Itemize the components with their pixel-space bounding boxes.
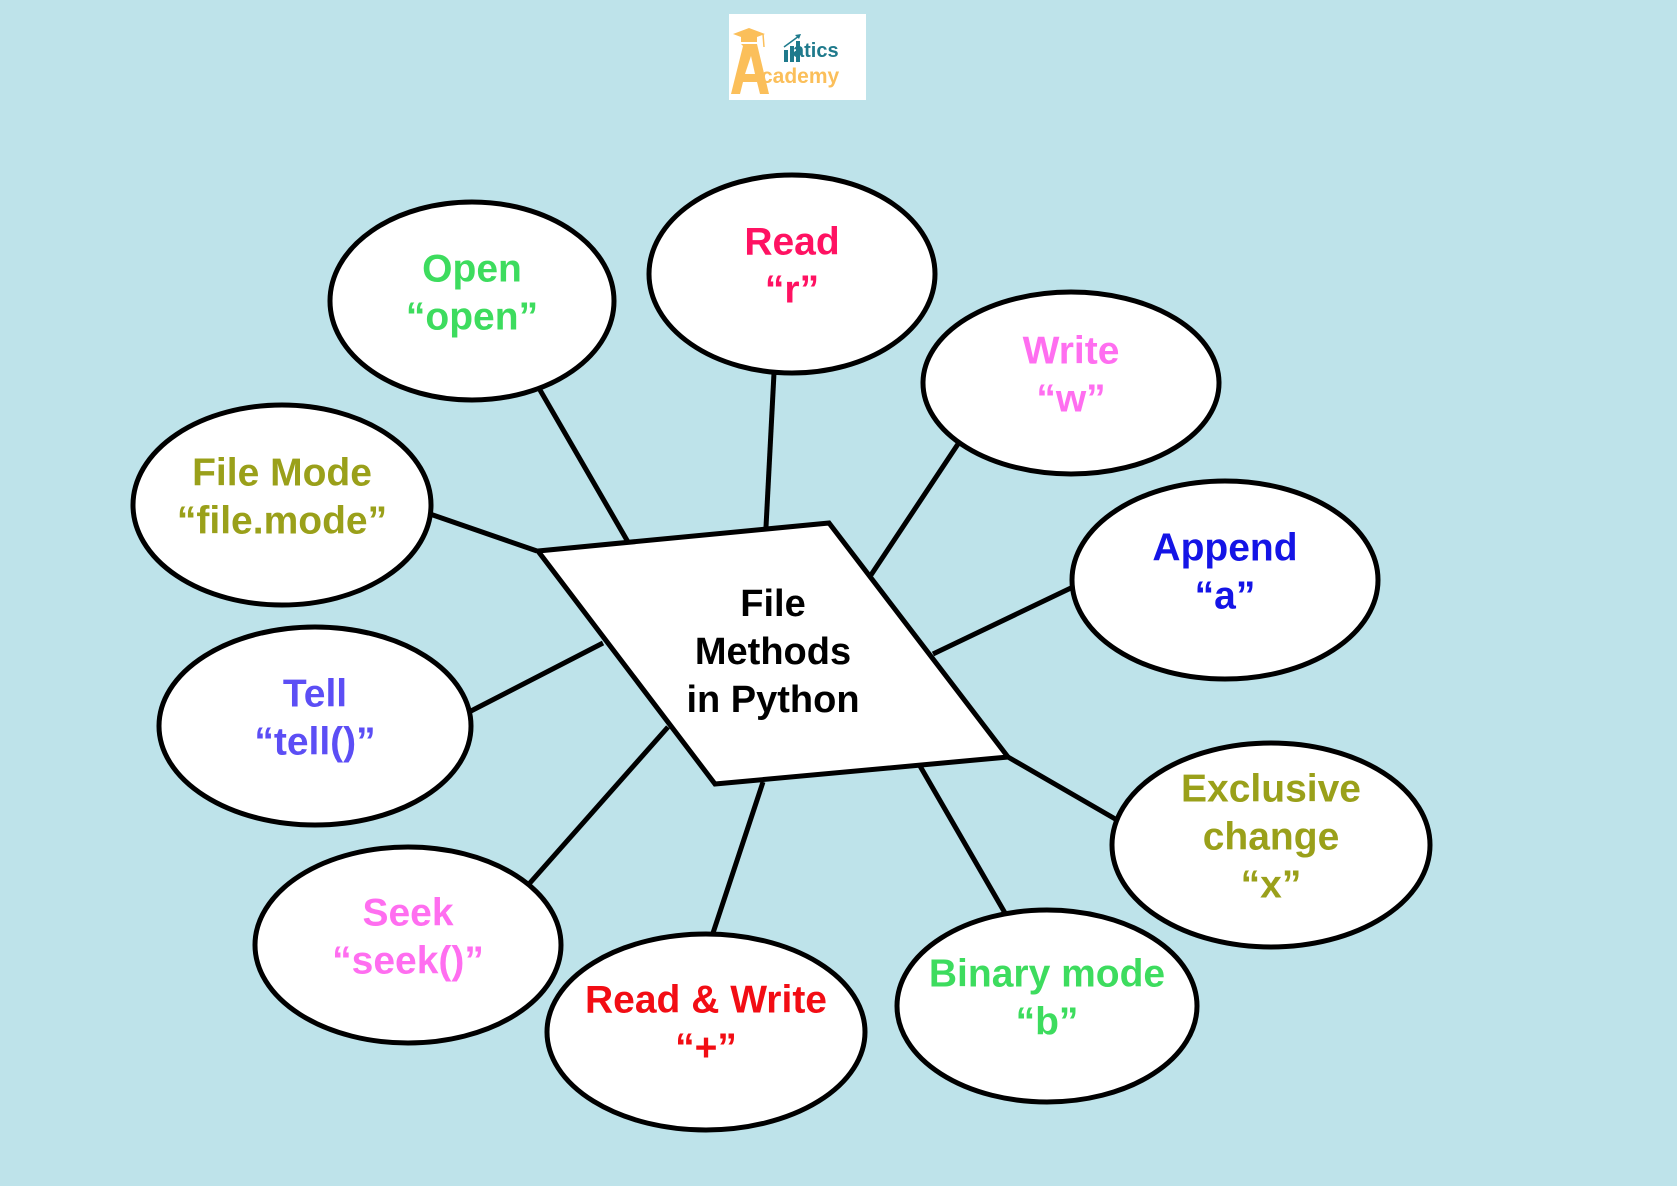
node-append: Append “a” — [1069, 478, 1381, 682]
node-subtitle: change — [1203, 815, 1340, 858]
node-code: “r” — [765, 268, 819, 311]
node-ellipse — [544, 931, 868, 1133]
connector-seek — [527, 725, 670, 886]
node-open: Open “open” — [327, 199, 617, 403]
node-binary: Binary mode “b” — [894, 907, 1200, 1105]
node-title: Write — [1023, 329, 1120, 372]
nodes: Open “open” Read “r” Write “w” Append “a” Exclus… — [130, 172, 1433, 1133]
node-exclusive: Exclusive change “x” — [1109, 740, 1433, 950]
bar-chart-icon — [783, 34, 801, 62]
node-code: “b” — [1016, 1000, 1079, 1043]
connector-append — [931, 584, 1075, 657]
connector-read-write — [710, 781, 766, 934]
node-code: “a” — [1195, 574, 1256, 617]
connector-tell — [467, 640, 605, 715]
academy-logo: atics cademy — [729, 14, 866, 100]
node-ellipse — [894, 907, 1200, 1105]
connector-write — [868, 442, 961, 577]
graduation-cap-icon — [731, 28, 801, 94]
node-code: “seek()” — [332, 939, 484, 982]
node-code: “file.mode” — [177, 499, 387, 542]
node-title: Tell — [283, 672, 347, 715]
connector-file-mode — [429, 511, 538, 554]
center-title-line: in Python — [686, 679, 859, 721]
connector-exclusive — [1006, 754, 1119, 823]
logo-text-academy: cademy — [761, 65, 840, 88]
node-ellipse — [646, 172, 938, 376]
node-ellipse — [130, 402, 434, 608]
node-seek: Seek “seek()” — [252, 844, 564, 1046]
node-code: “x” — [1241, 863, 1302, 906]
node-ellipse — [1069, 478, 1381, 682]
center-parallelogram — [533, 520, 1013, 787]
node-title: Exclusive — [1181, 767, 1361, 810]
node-code: “w” — [1036, 377, 1105, 420]
node-ellipse — [327, 199, 617, 403]
node-ellipse — [156, 624, 474, 828]
node-ellipse — [920, 289, 1222, 477]
connector-open — [537, 388, 631, 544]
center-title-line: Methods — [695, 631, 851, 673]
node-code: “tell()” — [254, 720, 375, 763]
node-title: Read — [744, 220, 839, 263]
connector-read — [763, 372, 777, 528]
node-title: Append — [1152, 526, 1297, 569]
node-file-mode: File Mode “file.mode” — [130, 402, 434, 608]
node-code: “open” — [406, 295, 538, 338]
node-title: Read & Write — [585, 978, 827, 1021]
center-title-line: File — [740, 583, 805, 625]
node-title: Open — [422, 247, 522, 290]
connectors — [429, 372, 1119, 934]
node-read-write: Read & Write “+” — [544, 931, 868, 1133]
connector-binary — [917, 764, 1008, 915]
node-code: “+” — [675, 1026, 737, 1069]
node-write: Write “w” — [920, 289, 1222, 477]
node-ellipse — [252, 844, 564, 1046]
node-title: Binary mode — [929, 952, 1165, 995]
node-title: Seek — [362, 891, 453, 934]
node-read: Read “r” — [646, 172, 938, 376]
node-tell: Tell “tell()” — [156, 624, 474, 828]
node-ellipse — [1109, 740, 1433, 950]
logo-text-atics: atics — [793, 40, 839, 62]
node-title: File Mode — [192, 451, 372, 494]
